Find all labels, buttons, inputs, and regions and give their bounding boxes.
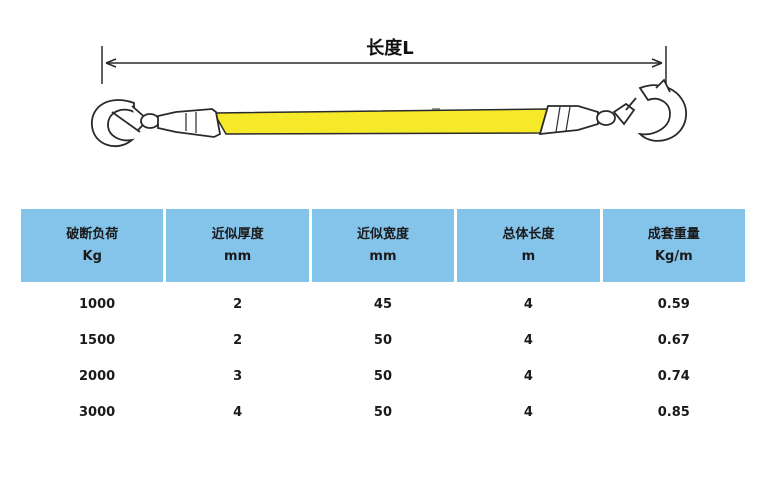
belt <box>212 108 550 135</box>
cell-thickness: 4 <box>233 404 243 420</box>
header-unit: Kg/m <box>654 248 693 264</box>
cell-length: 4 <box>523 404 533 420</box>
cell-weight: 0.74 <box>657 368 690 384</box>
header-length: 总体长度 m <box>457 209 600 282</box>
right-hook-icon <box>538 78 687 142</box>
cell-breaking-load: 1000 <box>79 296 116 312</box>
cell-weight: 0.67 <box>657 332 690 348</box>
header-title: 总体长度 <box>502 226 555 242</box>
spec-table: 破断负荷 Kg 近似厚度 mm 近似宽度 mm 总体长度 m 成套重量 Kg/m… <box>18 209 748 430</box>
cell-width: 50 <box>373 368 393 384</box>
cell-thickness: 3 <box>233 368 243 384</box>
cell-width: 50 <box>373 332 393 348</box>
header-unit: mm <box>224 248 252 264</box>
sling-diagram <box>91 46 687 148</box>
cell-weight: 0.85 <box>657 404 690 420</box>
header-row: 破断负荷 Kg 近似厚度 mm 近似宽度 mm 总体长度 m 成套重量 Kg/m <box>21 209 745 282</box>
table-row: 2000 3 50 4 0.74 <box>21 358 745 394</box>
left-hook-icon <box>91 99 222 148</box>
length-dimension <box>101 46 667 84</box>
cell-thickness: 2 <box>233 296 243 312</box>
cell-breaking-load: 2000 <box>79 368 116 384</box>
table-row: 1000 2 45 4 0.59 <box>21 282 745 322</box>
header-title: 近似宽度 <box>356 226 409 242</box>
header-unit: m <box>521 248 536 264</box>
table-row: 1500 2 50 4 0.67 <box>21 322 745 358</box>
cell-length: 4 <box>523 368 533 384</box>
header-width: 近似宽度 mm <box>311 209 455 282</box>
table-row: 3000 4 50 4 0.85 <box>21 394 745 430</box>
header-unit: mm <box>369 248 397 264</box>
cell-width: 45 <box>373 296 393 312</box>
cell-width: 50 <box>373 404 393 420</box>
header-title: 成套重量 <box>647 226 700 242</box>
header-title: 近似厚度 <box>211 226 264 242</box>
header-unit: Kg <box>82 248 102 264</box>
cell-length: 4 <box>523 332 533 348</box>
cell-thickness: 2 <box>233 332 243 348</box>
cell-length: 4 <box>523 296 533 312</box>
header-weight: 成套重量 Kg/m <box>602 209 745 282</box>
cell-breaking-load: 3000 <box>79 404 116 420</box>
header-title: 破断负荷 <box>66 226 119 242</box>
cell-weight: 0.59 <box>657 296 690 312</box>
header-breaking-load: 破断负荷 Kg <box>21 209 164 282</box>
header-thickness: 近似厚度 mm <box>166 209 309 282</box>
cell-breaking-load: 1500 <box>79 332 116 348</box>
length-label: 长度L <box>340 34 440 60</box>
